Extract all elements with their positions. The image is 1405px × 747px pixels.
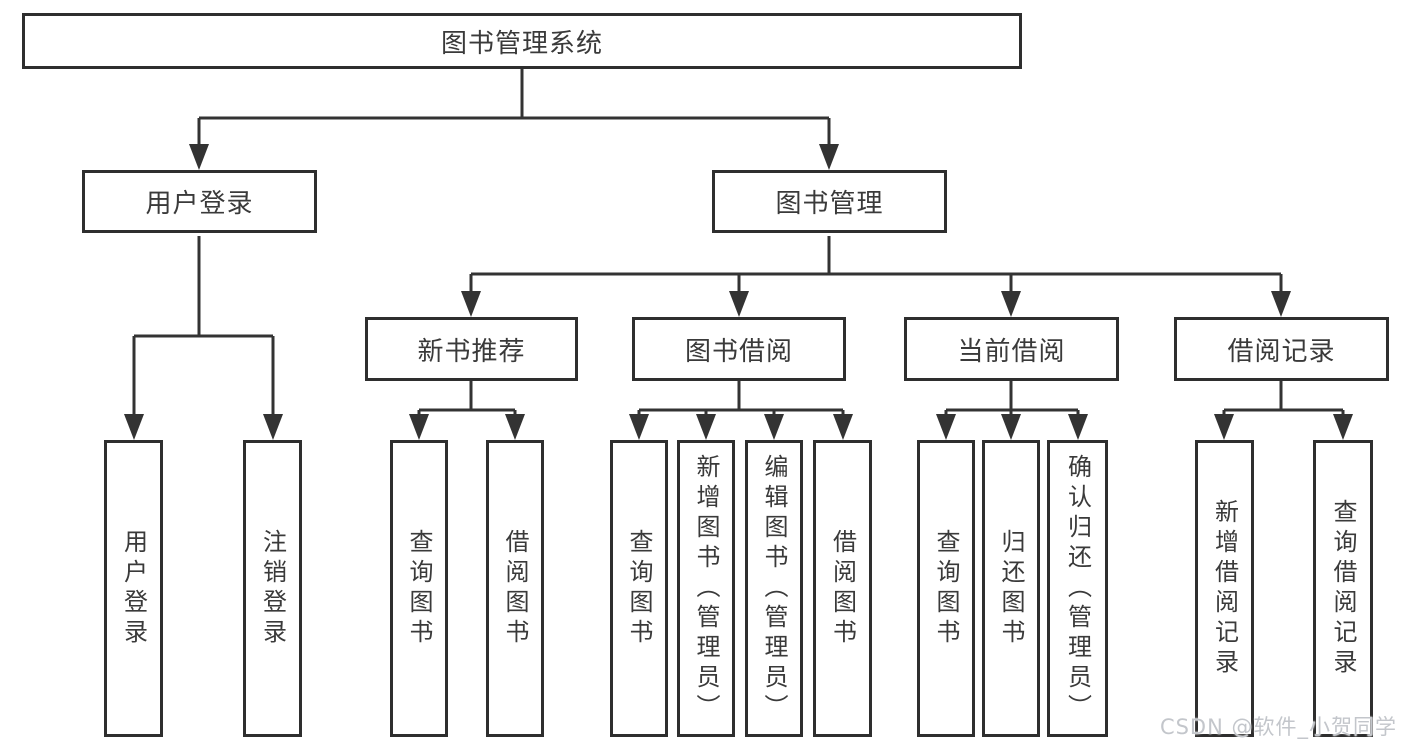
- node-current-borrow-label: 当前借阅: [957, 336, 1066, 367]
- node-root-label: 图书管理系统: [440, 28, 603, 59]
- leaf-add-books-admin: 新增图书（管理员）: [677, 440, 735, 737]
- leaf-logout: 注销登录: [243, 440, 302, 737]
- leaf-borrow-books-1-label: 借阅图书: [501, 528, 529, 649]
- leaf-borrow-books-2: 借阅图书: [813, 440, 872, 737]
- node-book-management-label: 图书管理: [775, 189, 884, 219]
- leaf-query-borrow-record-label: 查询借阅记录: [1329, 498, 1357, 679]
- node-book-management: 图书管理: [712, 170, 947, 233]
- node-new-book-recommend: 新书推荐: [365, 317, 578, 381]
- leaf-query-books-1-label: 查询图书: [405, 528, 433, 649]
- leaf-logout-label: 注销登录: [258, 528, 287, 649]
- leaf-return-books-label: 归还图书: [997, 528, 1025, 649]
- leaf-user-login-label: 用户登录: [119, 528, 148, 649]
- leaf-add-borrow-record-label: 新增借阅记录: [1210, 498, 1239, 679]
- leaf-confirm-return-admin-label: 确认归还（管理员）: [1063, 453, 1092, 724]
- leaf-edit-books-admin-label: 编辑图书（管理员）: [760, 453, 788, 724]
- node-root: 图书管理系统: [22, 13, 1022, 69]
- node-new-book-recommend-label: 新书推荐: [417, 336, 526, 367]
- leaf-query-books-2: 查询图书: [610, 440, 668, 737]
- node-borrow-records: 借阅记录: [1174, 317, 1389, 381]
- leaf-borrow-books-1: 借阅图书: [486, 440, 544, 737]
- node-user-login-label: 用户登录: [145, 189, 254, 219]
- leaf-return-books: 归还图书: [982, 440, 1040, 737]
- leaf-query-books-2-label: 查询图书: [625, 528, 653, 649]
- arrowheads: [124, 144, 1353, 440]
- leaf-confirm-return-admin: 确认归还（管理员）: [1047, 440, 1108, 737]
- node-book-borrow-label: 图书借阅: [684, 336, 793, 367]
- leaf-query-borrow-record: 查询借阅记录: [1313, 440, 1373, 737]
- leaf-query-books-3-label: 查询图书: [932, 528, 960, 649]
- leaf-query-books-3: 查询图书: [917, 440, 975, 737]
- watermark: CSDN @软件_小贺同学: [1159, 715, 1397, 739]
- node-user-login: 用户登录: [82, 170, 317, 233]
- node-current-borrow: 当前借阅: [904, 317, 1119, 381]
- leaf-query-books-1: 查询图书: [390, 440, 448, 737]
- leaf-user-login: 用户登录: [104, 440, 163, 737]
- leaf-add-borrow-record: 新增借阅记录: [1195, 440, 1254, 737]
- leaf-borrow-books-2-label: 借阅图书: [828, 528, 857, 649]
- leaf-edit-books-admin: 编辑图书（管理员）: [745, 440, 803, 737]
- node-book-borrow: 图书借阅: [632, 317, 846, 381]
- node-borrow-records-label: 借阅记录: [1227, 336, 1336, 367]
- leaf-add-books-admin-label: 新增图书（管理员）: [692, 453, 720, 724]
